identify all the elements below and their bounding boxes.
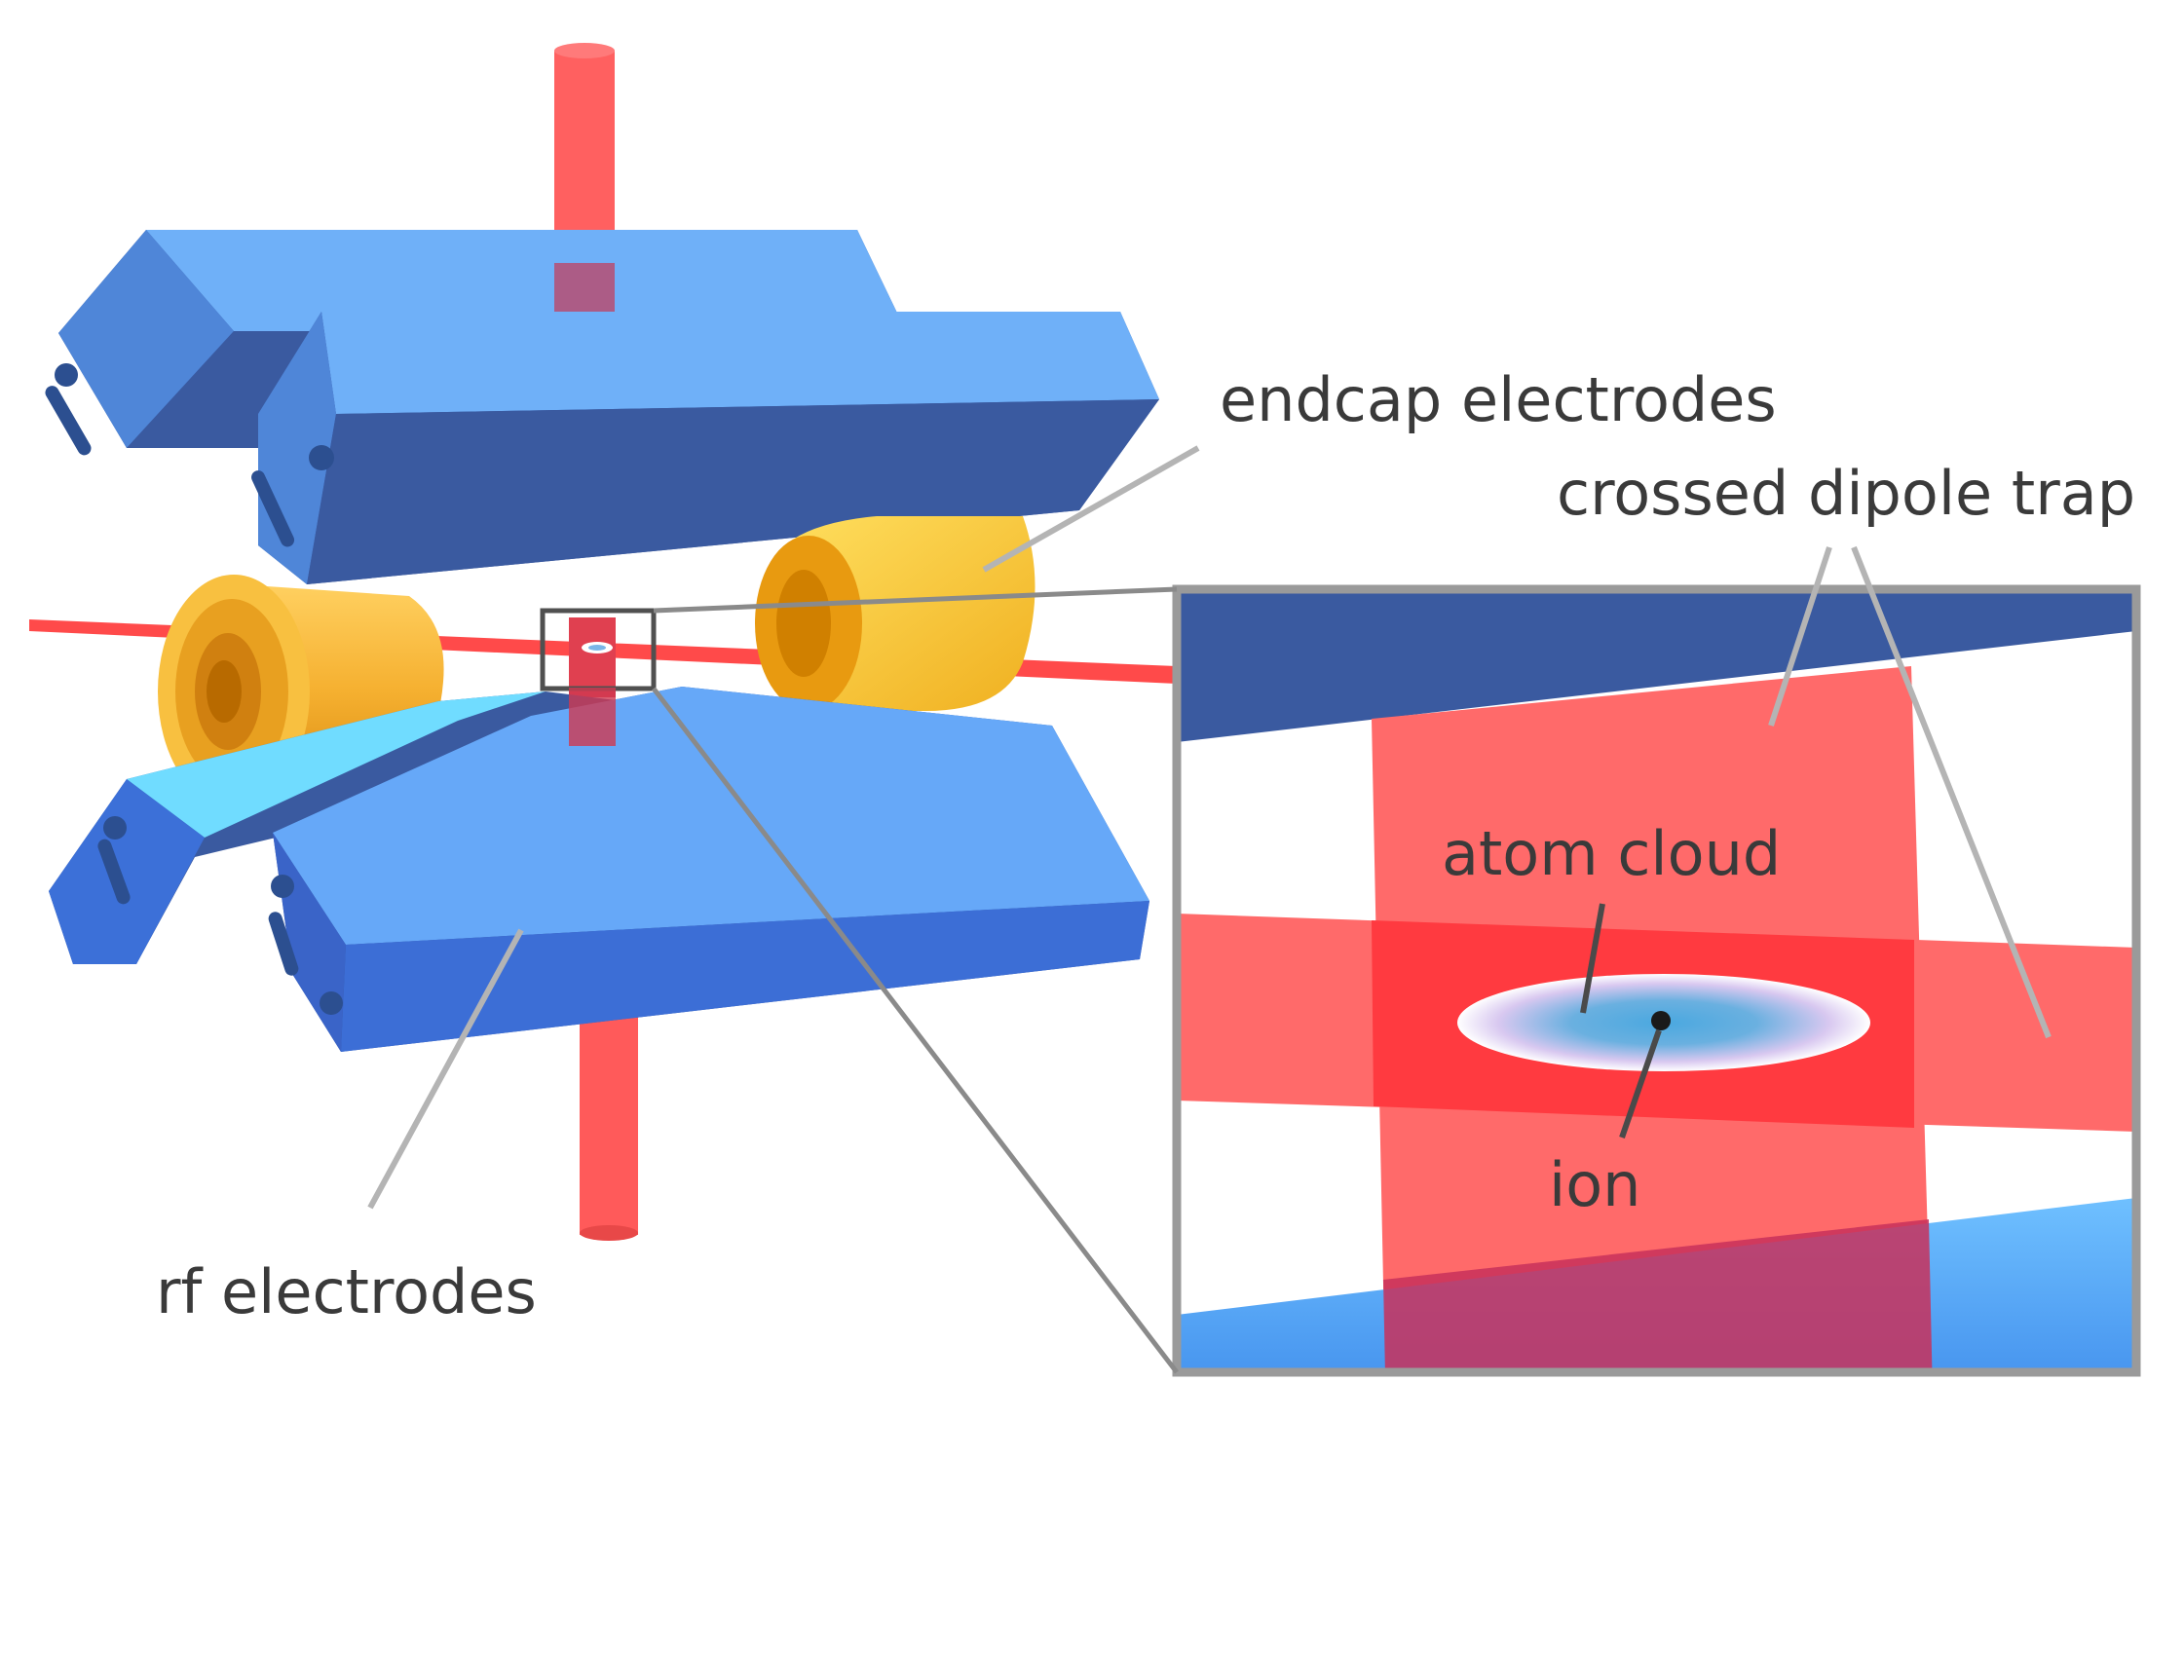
trap-center-beam xyxy=(569,617,616,697)
atom-cloud-leader xyxy=(1580,903,1605,1014)
inset-lower-rod-front xyxy=(1177,1372,2136,1656)
zoom-connectors xyxy=(652,586,1179,1374)
ion-label: ion xyxy=(1549,1149,1640,1220)
inset-top-electrode xyxy=(1177,589,2136,742)
endcap-leader xyxy=(982,445,1200,573)
inset-leader-lines xyxy=(1580,903,1662,1139)
ion-dot xyxy=(1651,1011,1671,1030)
ion-leader xyxy=(1619,1029,1662,1139)
dipole-leader-right xyxy=(1851,545,2052,1039)
front-bottom-rf-electrode xyxy=(268,687,1149,1052)
rf-electrodes-label: rf electrodes xyxy=(156,1256,537,1327)
inset-beam-over-rod xyxy=(1383,1219,1933,1372)
leader-lines xyxy=(367,445,2052,1210)
zoom-inset xyxy=(1172,584,2141,1656)
dipole-leader-left xyxy=(1768,546,1832,727)
rf-leader xyxy=(367,928,524,1210)
vertical-beam-bottom xyxy=(580,984,638,1235)
ion-trap-assembly xyxy=(29,43,1177,1241)
right-endcap-electrode xyxy=(755,516,1036,711)
vertical-beam-cap xyxy=(554,43,615,58)
inset-frame xyxy=(1172,584,2141,1377)
vertical-beam-lower-overlay xyxy=(569,688,616,746)
endcap-electrodes-label: endcap electrodes xyxy=(1220,364,1777,435)
atom-cloud-label: atom cloud xyxy=(1442,818,1781,889)
crossed-dipole-trap-label: crossed dipole trap xyxy=(1557,458,2135,529)
